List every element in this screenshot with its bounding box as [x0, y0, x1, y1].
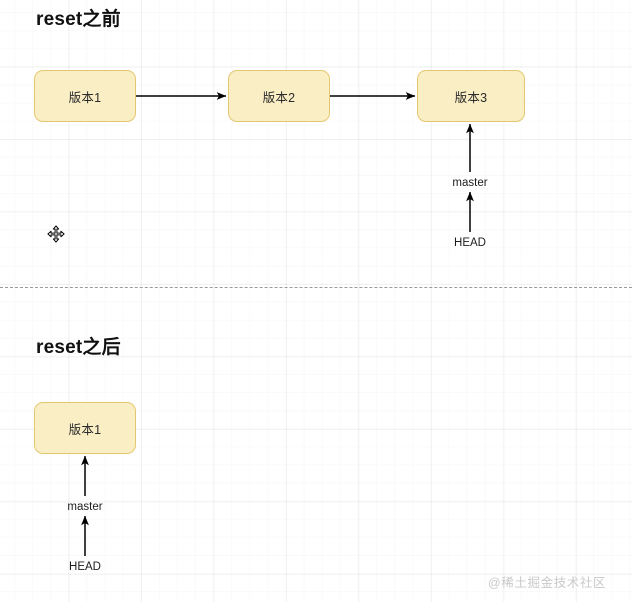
ref-label-master-after: master [67, 501, 103, 513]
commit-box-label: 版本1 [68, 422, 102, 437]
commit-box-version-3-before[interactable]: 版本3 [417, 70, 525, 122]
section-title-after: reset之后 [36, 337, 121, 358]
commit-box-version-1-after[interactable]: 版本1 [34, 402, 136, 454]
section-title-before: reset之前 [36, 9, 121, 30]
ref-label-master-before: master [452, 177, 488, 189]
commit-box-label: 版本1 [68, 90, 102, 105]
ref-label-head-after: HEAD [69, 561, 101, 573]
section-divider [0, 287, 632, 288]
commit-box-version-2-before[interactable]: 版本2 [228, 70, 330, 122]
commit-box-version-1-before[interactable]: 版本1 [34, 70, 136, 122]
commit-box-label: 版本3 [454, 90, 488, 105]
commit-box-label: 版本2 [262, 90, 296, 105]
watermark: @稀土掘金技术社区 [488, 576, 607, 590]
ref-label-head-before: HEAD [454, 237, 486, 249]
move-cursor [47, 225, 65, 243]
